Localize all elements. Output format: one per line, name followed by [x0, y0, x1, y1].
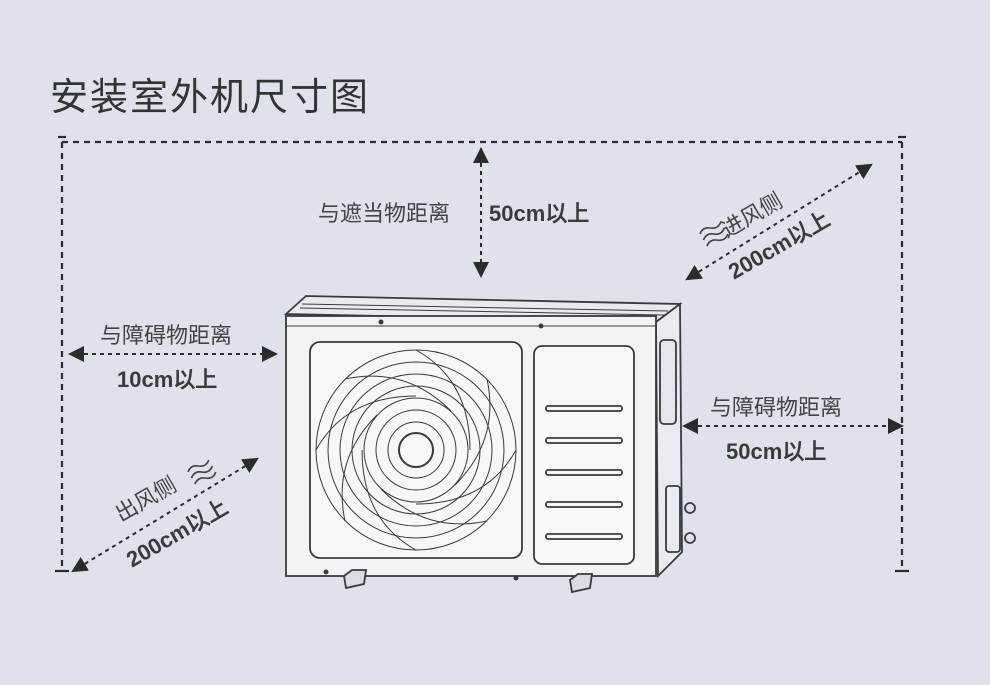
- right-clearance-label: 与障碍物距离: [710, 396, 843, 421]
- inlet-wind-icon: [699, 221, 729, 247]
- vent-panel: [533, 345, 635, 565]
- outdoor-unit: [283, 295, 696, 594]
- left-clearance-value: 10cm以上: [117, 367, 218, 392]
- top-clearance-value: 50cm以上: [489, 201, 590, 226]
- fan-icon: [315, 349, 517, 551]
- right-clearance-value: 50cm以上: [726, 439, 827, 464]
- top-clearance-label: 与遮当物距离: [318, 202, 451, 227]
- outlet-wind-icon: [187, 459, 217, 485]
- outlet-clearance-arrow: [71, 457, 259, 573]
- left-clearance-label: 与障碍物距离: [100, 324, 233, 349]
- clearance-boundary: [55, 135, 909, 573]
- page-title: 安装室外机尺寸图: [50, 75, 371, 119]
- inlet-clearance-arrow: [685, 163, 873, 281]
